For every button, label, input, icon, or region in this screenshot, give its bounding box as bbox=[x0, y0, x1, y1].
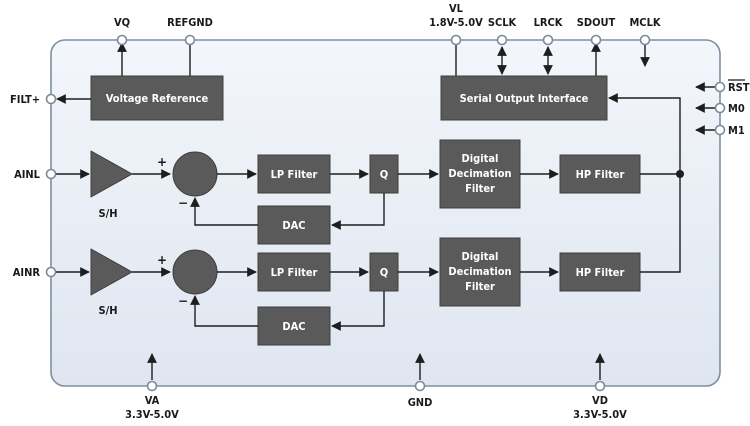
dac-label-r: DAC bbox=[282, 320, 305, 333]
quantizer-label-l: Q bbox=[380, 168, 388, 181]
pin-label-vd-range: 3.3V-5.0V bbox=[573, 408, 627, 421]
pin-label-sdout: SDOUT bbox=[577, 16, 616, 29]
lp-filter-label-l: LP Filter bbox=[271, 168, 318, 181]
dac-label-l: DAC bbox=[282, 219, 305, 232]
lp-filter-block-l bbox=[257, 154, 331, 194]
sample-hold-amp-r bbox=[90, 248, 133, 296]
sum-minus-l: − bbox=[178, 196, 188, 210]
pin-rst bbox=[714, 81, 726, 93]
pin-sdout bbox=[590, 34, 602, 46]
pin-lrck bbox=[542, 34, 554, 46]
pin-vq bbox=[116, 34, 128, 46]
quantizer-block-r bbox=[369, 252, 399, 292]
digital-decimation-block-l bbox=[439, 139, 521, 209]
pin-mclk bbox=[639, 34, 651, 46]
sample-hold-amp-l bbox=[90, 150, 133, 198]
pin-ainl bbox=[45, 168, 57, 180]
digital-decimation-label-r3: Filter bbox=[465, 280, 495, 293]
pin-va bbox=[146, 380, 158, 392]
lp-filter-block-r bbox=[257, 252, 331, 292]
quantizer-label-r: Q bbox=[380, 266, 388, 279]
digital-decimation-label-r1: Digital bbox=[462, 250, 499, 263]
sample-hold-label-r: S/H bbox=[98, 304, 117, 317]
pin-label-vd: VD bbox=[592, 394, 608, 407]
pin-label-vq: VQ bbox=[114, 16, 130, 29]
digital-decimation-label-l3: Filter bbox=[465, 182, 495, 195]
pin-label-vl: VL bbox=[449, 2, 464, 15]
pin-label-vl-range: 1.8V-5.0V bbox=[429, 16, 483, 29]
pin-label-filt: FILT+ bbox=[10, 93, 40, 106]
digital-decimation-label-l1: Digital bbox=[462, 152, 499, 165]
pin-label-rst: RST bbox=[728, 81, 750, 94]
lp-filter-label-r: LP Filter bbox=[271, 266, 318, 279]
sample-hold-label-l: S/H bbox=[98, 207, 117, 220]
sum-minus-r: − bbox=[178, 294, 188, 308]
pin-label-gnd: GND bbox=[408, 396, 433, 409]
pin-label-ainl: AINL bbox=[14, 168, 41, 181]
hp-filter-label-l: HP Filter bbox=[576, 168, 625, 181]
pin-m0 bbox=[714, 102, 726, 114]
voltage-reference-block bbox=[90, 75, 224, 121]
hp-filter-label-r: HP Filter bbox=[576, 266, 625, 279]
pin-ainr bbox=[45, 266, 57, 278]
pin-filt bbox=[45, 93, 57, 105]
pin-label-m1: M1 bbox=[728, 124, 745, 137]
summing-junction-r bbox=[172, 249, 218, 295]
pin-label-lrck: LRCK bbox=[534, 16, 563, 29]
hp-filter-block-r bbox=[559, 252, 641, 292]
sum-plus-r: + bbox=[157, 253, 167, 267]
pin-refgnd bbox=[184, 34, 196, 46]
pin-label-ainr: AINR bbox=[13, 266, 41, 279]
pin-vl bbox=[450, 34, 462, 46]
pin-sclk bbox=[496, 34, 508, 46]
serial-output-interface-label: Serial Output Interface bbox=[460, 92, 589, 105]
pin-label-sclk: SCLK bbox=[488, 16, 517, 29]
digital-decimation-label-r2: Decimation bbox=[448, 265, 511, 278]
pin-label-va: VA bbox=[145, 394, 160, 407]
digital-decimation-block-r bbox=[439, 237, 521, 307]
pin-label-m0: M0 bbox=[728, 102, 745, 115]
voltage-reference-label: Voltage Reference bbox=[106, 92, 209, 105]
dac-block-r bbox=[257, 306, 331, 346]
summing-junction-l bbox=[172, 151, 218, 197]
sum-plus-l: + bbox=[157, 155, 167, 169]
pin-label-mclk: MCLK bbox=[629, 16, 660, 29]
hp-filter-block-l bbox=[559, 154, 641, 194]
digital-decimation-label-l2: Decimation bbox=[448, 167, 511, 180]
chip-outline bbox=[50, 39, 721, 387]
pin-vd bbox=[594, 380, 606, 392]
serial-output-interface-block bbox=[440, 75, 608, 121]
pin-m1 bbox=[714, 124, 726, 136]
pin-gnd bbox=[414, 380, 426, 392]
dac-block-l bbox=[257, 205, 331, 245]
quantizer-block-l bbox=[369, 154, 399, 194]
pin-label-refgnd: REFGND bbox=[167, 16, 213, 29]
pin-label-va-range: 3.3V-5.0V bbox=[125, 408, 179, 421]
